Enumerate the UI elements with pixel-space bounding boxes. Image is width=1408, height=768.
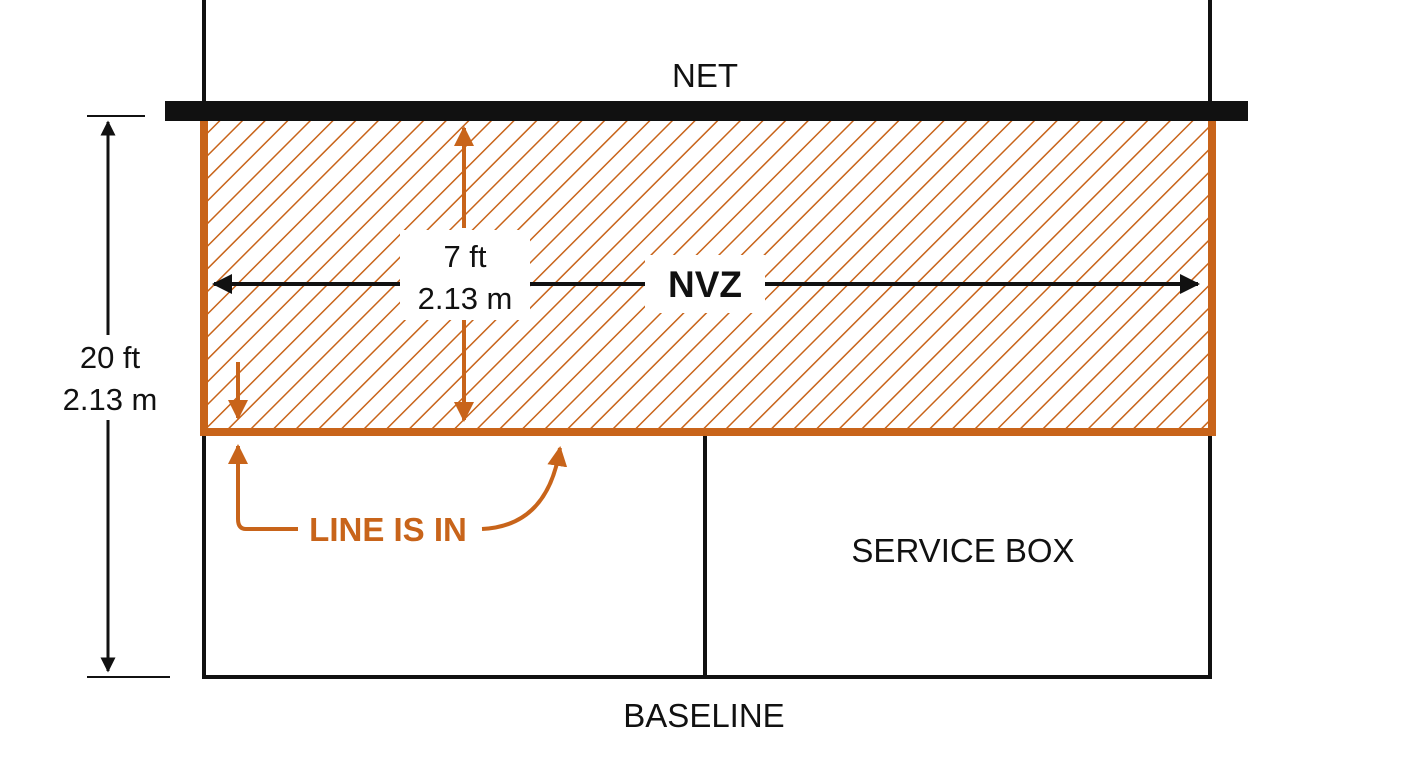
depth-label-box: [400, 230, 530, 320]
baseline-label: BASELINE: [623, 697, 784, 734]
net-label: NET: [672, 57, 738, 94]
nvz-depth-ft-label: 7 ft: [443, 239, 486, 274]
line-is-in-label: LINE IS IN: [309, 511, 467, 548]
service-box-label: SERVICE BOX: [851, 532, 1074, 569]
nvz-label: NVZ: [668, 264, 742, 305]
line-is-in-arrow-left: [228, 444, 298, 531]
line-is-in-arrow-right: [481, 446, 568, 531]
nvz-depth-m-label: 2.13 m: [418, 281, 513, 316]
half-length-ft-label: 20 ft: [80, 340, 141, 375]
net-line: [165, 101, 1248, 121]
nvz-label-box: [645, 255, 765, 313]
half-length-m-label: 2.13 m: [63, 382, 158, 417]
